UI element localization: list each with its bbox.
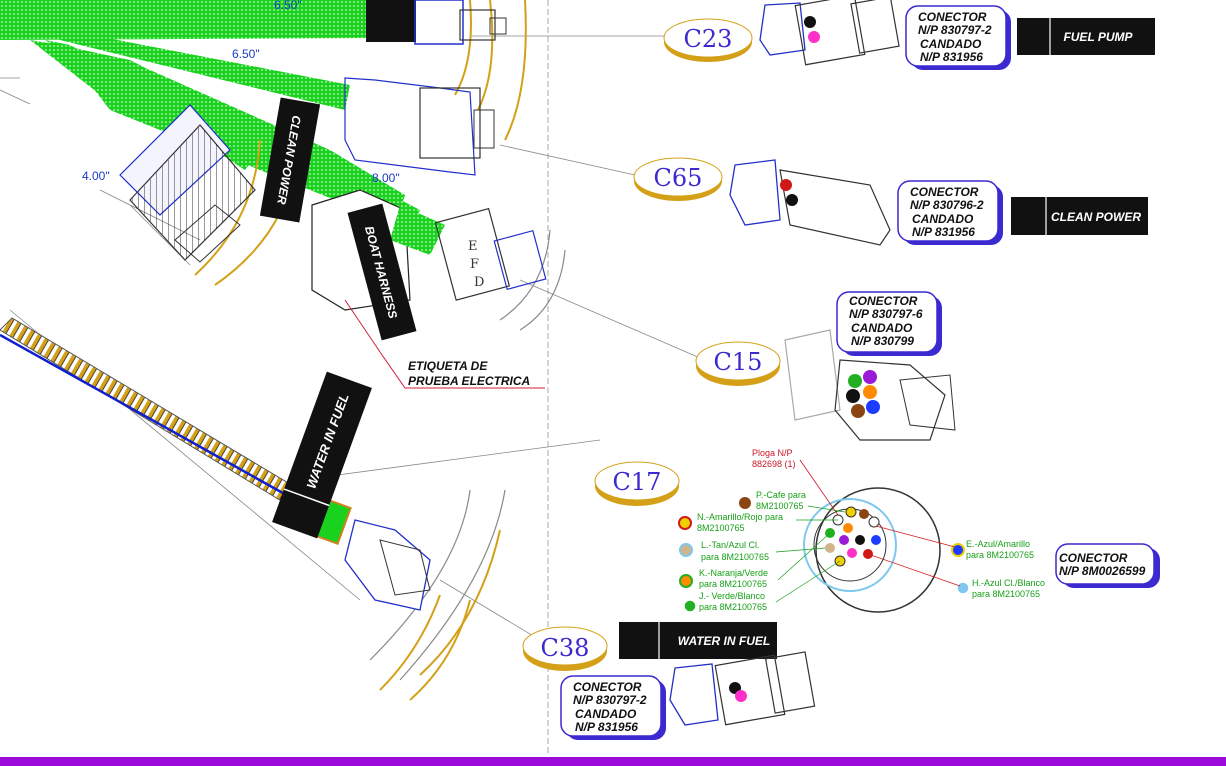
pin-p: P.-Cafe para 8M2100765 [739,490,846,513]
svg-text:para 8M2100765: para 8M2100765 [701,552,769,562]
svg-text:J.- Verde/Blanco: J.- Verde/Blanco [699,591,765,601]
svg-text:N/P 8M0026599: N/P 8M0026599 [1059,564,1146,578]
svg-text:L.-Tan/Azul Cl.: L.-Tan/Azul Cl. [701,540,760,550]
clean-power-label: CLEAN POWER [259,97,321,223]
svg-text:WATER IN FUEL: WATER IN FUEL [678,634,770,648]
svg-text:N/P 831956: N/P 831956 [920,50,983,64]
bottom-bar [0,757,1226,766]
c23-info-box: CONECTOR N/P 830797-2 CANDADO N/P 831956 [905,5,1011,70]
svg-text:para 8M2100765: para 8M2100765 [972,589,1040,599]
clearance-arcs [194,0,527,701]
svg-text:F: F [470,257,479,272]
svg-text:N/P 830799: N/P 830799 [851,334,914,348]
svg-text:C15: C15 [714,348,763,376]
callout-c38: C38 [522,626,608,671]
callout-c15: C15 [695,341,781,386]
boat-harness-connector-drawing: E F D [311,189,547,311]
dimension-6-50-top: 6.50" [274,0,302,12]
svg-text:H.-Azul Cl./Blanco: H.-Azul Cl./Blanco [972,578,1045,588]
svg-text:CONECTOR: CONECTOR [849,294,918,308]
c17-plug-label: Ploga N/P 882698 (1) [752,448,839,516]
svg-text:N/P 831956: N/P 831956 [912,225,975,239]
svg-text:CONECTOR: CONECTOR [1059,551,1128,565]
dimension-6-50: 6.50" [232,47,260,61]
svg-text:CANDADO: CANDADO [920,37,982,51]
c17-plug-drawing [803,487,941,613]
dimension-4-00: 4.00" [82,169,110,183]
svg-text:E.-Azul/Amarillo: E.-Azul/Amarillo [966,539,1030,549]
c38-info-box: CONECTOR N/P 830797-2 CANDADO N/P 831956 [560,675,666,740]
corrugated-tube-connector [119,104,256,263]
water-in-fuel-tag: WATER IN FUEL [619,622,777,659]
svg-text:N.-Amarillo/Rojo para: N.-Amarillo/Rojo para [697,512,783,522]
c17-info-box: CONECTOR N/P 8M0026599 [1055,543,1160,588]
clean-power-tag: CLEAN POWER [1011,197,1148,235]
svg-text:CLEAN POWER: CLEAN POWER [1051,210,1141,224]
svg-text:8M2100765: 8M2100765 [697,523,745,533]
svg-text:Ploga N/P: Ploga N/P [752,448,793,458]
svg-text:CONECTOR: CONECTOR [573,680,642,694]
svg-text:para 8M2100765: para 8M2100765 [699,579,767,589]
c15-info-box: CONECTOR N/P 830797-6 CANDADO N/P 830799 [836,291,942,356]
pin-n: N.-Amarillo/Rojo para 8M2100765 [678,512,838,533]
svg-text:N/P 830797-2: N/P 830797-2 [573,693,647,707]
pin-j: J.- Verde/Blanco para 8M2100765 [683,560,841,613]
harness-branches [0,0,420,230]
clean-power-connector-drawing [344,77,495,176]
svg-text:CONECTOR: CONECTOR [918,10,987,24]
pin-e: E.-Azul/Amarillo para 8M2100765 [875,525,1034,560]
svg-text:8M2100765: 8M2100765 [756,501,804,511]
svg-text:C65: C65 [654,164,703,192]
fuel-pump-tag: FUEL PUMP [1017,18,1155,55]
svg-text:K.-Naranja/Verde: K.-Naranja/Verde [699,568,768,578]
svg-text:CANDADO: CANDADO [851,321,913,335]
callout-c17: C17 [594,461,680,506]
svg-text:N/P 830797-6: N/P 830797-6 [849,307,923,321]
svg-text:N/P 830796-2: N/P 830796-2 [910,198,984,212]
c38-connector-drawing [669,651,816,726]
svg-text:D: D [474,275,484,290]
svg-text:para 8M2100765: para 8M2100765 [966,550,1034,560]
grey-arcs [369,229,566,681]
svg-text:C23: C23 [684,25,733,53]
svg-text:para 8M2100765: para 8M2100765 [699,602,767,612]
c15-connector-drawing [784,329,956,441]
c23-connector-drawing [759,0,900,66]
svg-text:P.-Cafe para: P.-Cafe para [756,490,806,500]
pin-k: K.-Naranja/Verde para 8M2100765 [679,532,831,589]
c65-connector-drawing [729,159,891,246]
dimension-8-00: 8.00" [372,171,400,185]
water-in-fuel-hose [0,317,431,611]
svg-text:C38: C38 [541,634,590,662]
svg-text:882698 (1): 882698 (1) [752,459,796,469]
svg-text:CONECTOR: CONECTOR [910,185,979,199]
svg-text:N/P 830797-2: N/P 830797-2 [918,23,992,37]
svg-text:C17: C17 [613,468,662,496]
svg-text:FUEL PUMP: FUEL PUMP [1063,30,1133,44]
fuel-pump-connector-drawing [366,0,507,45]
svg-text:ETIQUETA DE: ETIQUETA DE [408,359,488,373]
callout-c65: C65 [633,157,723,201]
svg-text:CANDADO: CANDADO [575,707,637,721]
svg-text:PRUEBA ELECTRICA: PRUEBA ELECTRICA [408,374,530,388]
pin-l: L.-Tan/Azul Cl. para 8M2100765 [679,540,826,562]
svg-text:CANDADO: CANDADO [912,212,974,226]
c65-info-box: CONECTOR N/P 830796-2 CANDADO N/P 831956 [897,180,1003,245]
pin-h: H.-Azul Cl./Blanco para 8M2100765 [867,553,1045,599]
test-label-note: ETIQUETA DE PRUEBA ELECTRICA [344,299,545,389]
svg-text:E: E [468,239,478,254]
callout-c23: C23 [663,18,753,62]
water-in-fuel-label: WATER IN FUEL [272,371,372,539]
svg-text:N/P 831956: N/P 831956 [575,720,638,734]
